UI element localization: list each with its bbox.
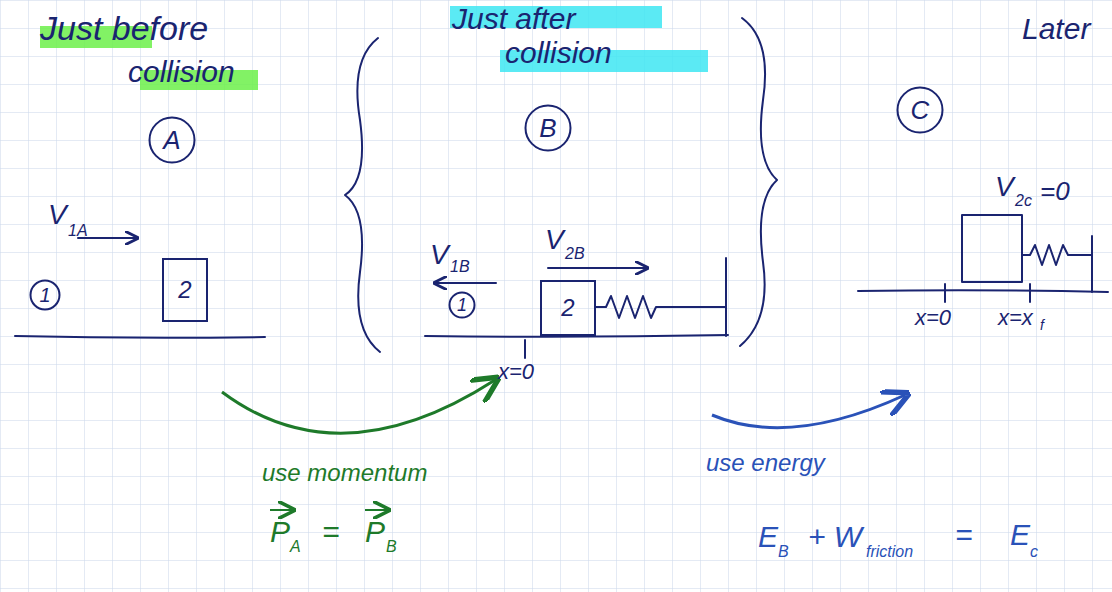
block: 2	[540, 280, 596, 336]
subscript: A	[290, 538, 301, 556]
heading: Just before	[40, 10, 208, 47]
spring	[596, 296, 726, 318]
note: use energy	[706, 450, 825, 476]
subscript: c	[1030, 543, 1038, 561]
block	[962, 215, 1022, 282]
spring	[1022, 245, 1092, 265]
ball: 1	[29, 279, 61, 311]
heading: collision	[505, 36, 612, 69]
ball: 1	[448, 291, 476, 319]
process-arrow	[222, 380, 495, 433]
heading: Just after	[452, 2, 575, 35]
node-text: A	[163, 127, 180, 153]
circle-outline	[898, 88, 943, 133]
position-label: x=0	[915, 306, 951, 330]
energy-symbol: E	[1010, 518, 1030, 551]
position-label: x=x	[998, 306, 1033, 330]
tick-mark	[944, 284, 946, 302]
ground-line	[15, 336, 265, 338]
tick-mark	[524, 340, 526, 358]
velocity-symbol: V	[48, 200, 67, 231]
heading: collision	[128, 55, 235, 88]
velocity-arrow	[548, 267, 646, 269]
node-text: 2	[178, 278, 191, 302]
subscript: 1A	[68, 222, 88, 240]
energy-symbol: E	[758, 520, 778, 553]
block: 2	[162, 258, 208, 322]
node-text: 1	[39, 285, 50, 305]
equation: + W	[808, 520, 862, 553]
tick-mark	[1029, 284, 1031, 302]
momentum-symbol: P	[270, 515, 290, 548]
velocity-symbol: V	[995, 172, 1014, 203]
subscript: B	[778, 543, 789, 561]
circle-outline	[150, 118, 195, 163]
circle-outline	[526, 106, 571, 151]
heading: Later	[1022, 12, 1090, 45]
equation: =0	[1040, 177, 1070, 206]
equation: =	[955, 518, 973, 551]
note: use momentum	[262, 460, 427, 486]
ground-line	[858, 290, 1108, 292]
node-text: 1	[457, 296, 467, 314]
wall	[725, 258, 727, 336]
subscript: B	[386, 538, 397, 556]
subscript: 2c	[1015, 192, 1032, 210]
node-text: 2	[561, 296, 574, 320]
velocity-symbol: V	[430, 240, 449, 271]
circled-label: A	[148, 116, 196, 164]
momentum-symbol: P	[365, 515, 385, 548]
node-text: B	[539, 115, 556, 141]
bracket	[740, 18, 777, 346]
circle-outline	[31, 281, 60, 310]
node-text: C	[911, 97, 930, 123]
subscript: 2B	[565, 245, 585, 263]
wall	[1091, 236, 1093, 292]
box-outline	[541, 281, 595, 335]
position-label: x=0	[498, 360, 534, 384]
circled-label: C	[896, 86, 944, 134]
process-arrow	[712, 395, 905, 428]
subscript: 1B	[450, 258, 470, 276]
circled-label: B	[524, 104, 572, 152]
circle-outline	[450, 293, 475, 318]
vector-sign	[365, 509, 387, 511]
equation: =	[322, 515, 340, 548]
vector-sign	[270, 509, 292, 511]
velocity-symbol: V	[545, 225, 564, 256]
box-outline	[163, 259, 207, 321]
velocity-arrow	[436, 282, 496, 284]
subscript: f	[1040, 318, 1044, 333]
subscript: friction	[866, 543, 913, 561]
bracket	[345, 38, 380, 352]
